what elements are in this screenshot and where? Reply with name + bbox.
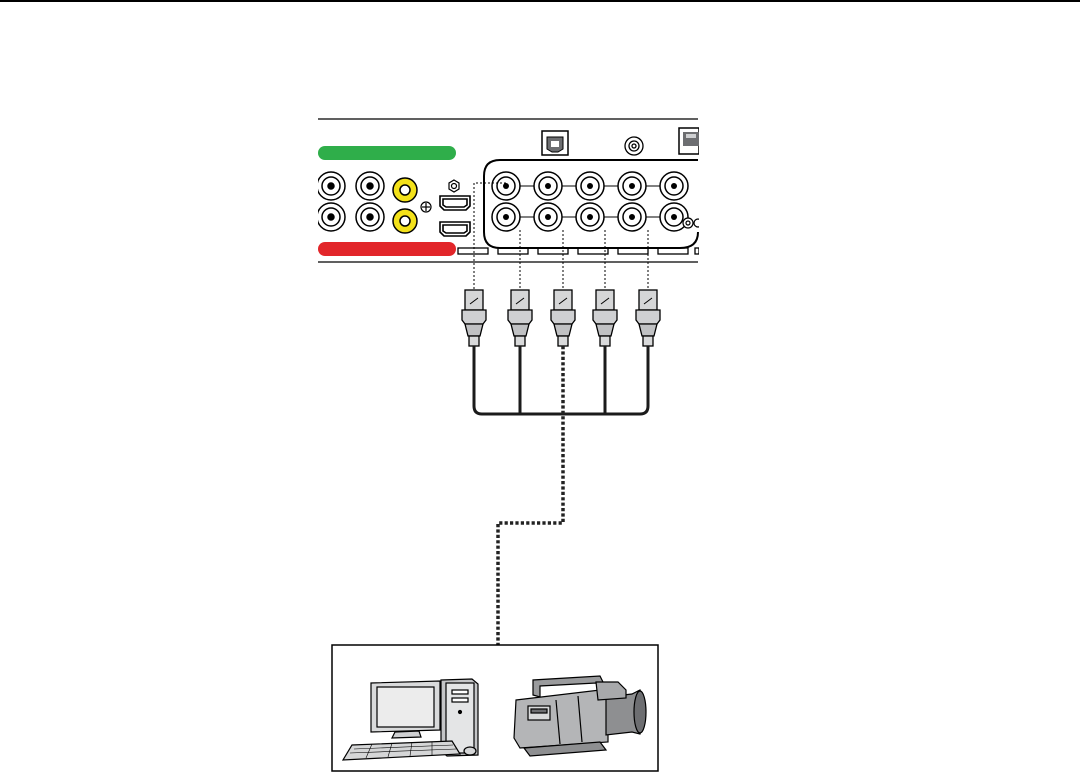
bnc-connector [492, 172, 534, 200]
bnc-connector [618, 203, 660, 231]
bnc-connector [492, 203, 534, 231]
red-strip [318, 242, 456, 256]
bnc-connectors-grid [492, 172, 688, 231]
audio-port-icon [625, 137, 643, 155]
ethernet-port-icon [679, 128, 699, 154]
bnc-plug [508, 290, 532, 346]
bnc-plugs [462, 290, 660, 346]
bnc-plug [636, 290, 660, 346]
usb-port-icon [542, 131, 568, 155]
bnc-connector [618, 172, 660, 200]
cable-link [498, 346, 563, 648]
left-bnc-connectors [317, 172, 384, 231]
hdmi-ports [440, 196, 470, 236]
cable-bundle [474, 346, 648, 414]
bnc-connector [576, 172, 618, 200]
rear-panel [300, 110, 729, 270]
rca-jacks [393, 178, 417, 233]
bnc-connector [576, 203, 618, 231]
bnc-connector [534, 203, 576, 231]
bnc-connector [660, 203, 688, 231]
bnc-plug [462, 290, 486, 346]
bnc-connector [660, 172, 688, 200]
bnc-plug [551, 290, 575, 346]
bnc-connector [534, 172, 576, 200]
bnc-plug [593, 290, 617, 346]
green-strip [318, 146, 456, 160]
